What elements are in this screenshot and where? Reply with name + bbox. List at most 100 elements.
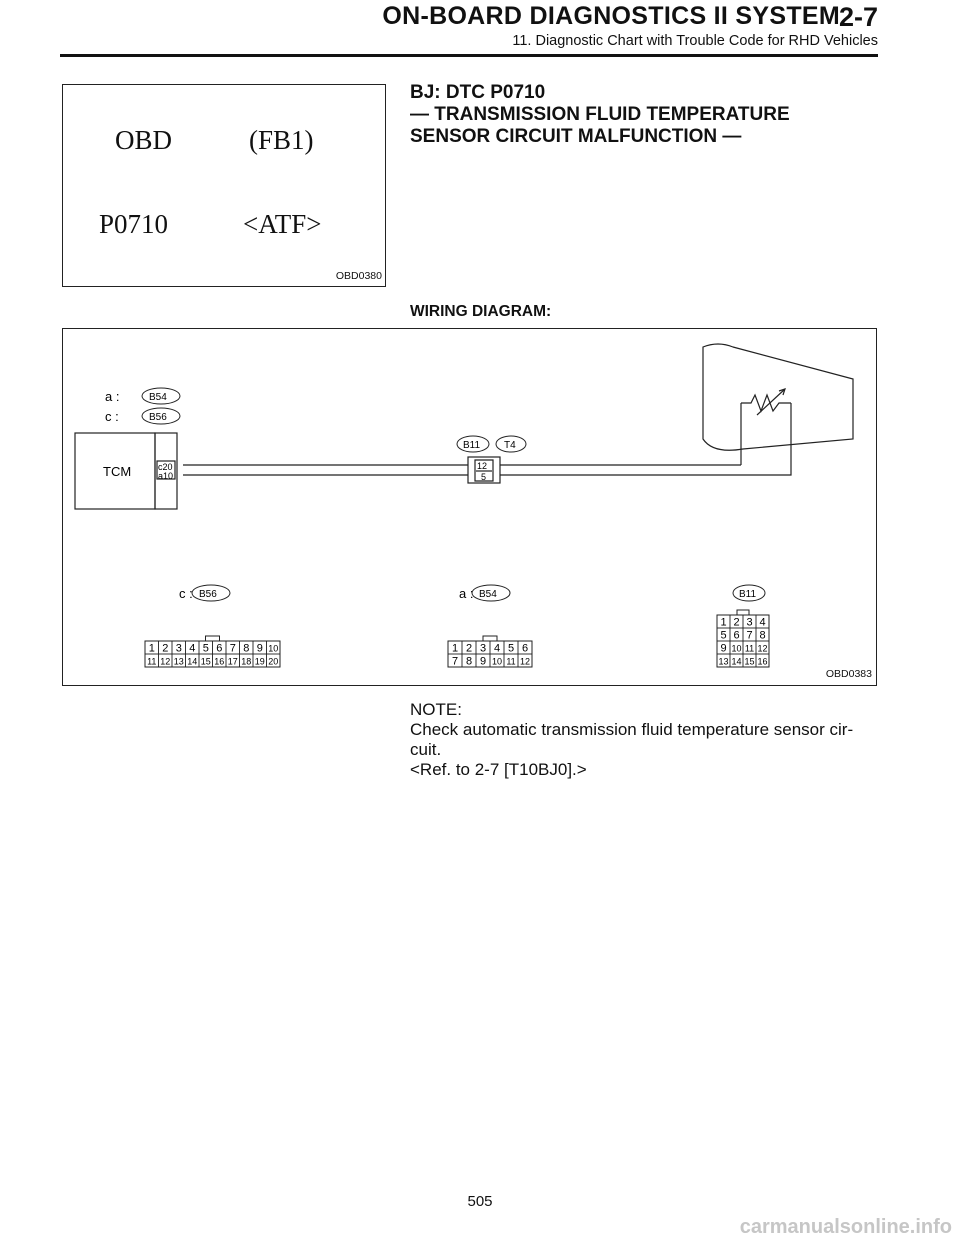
tcm-label: TCM — [103, 464, 131, 479]
pin-cell — [266, 653, 281, 668]
legend-a-connector: B54 — [149, 392, 167, 403]
pin-number: 4 — [759, 617, 765, 629]
figure-id: OBD0380 — [335, 270, 382, 282]
pin-number: 20 — [268, 657, 278, 667]
pin-number: 14 — [187, 657, 197, 667]
pin-number: 12 — [520, 657, 530, 667]
signal-wire-lower — [183, 463, 792, 476]
section-title: ON-BOARD DIAGNOSTICS II SYSTEM — [382, 2, 840, 30]
dtc-heading-line3: SENSOR CIRCUIT MALFUNCTION — — [410, 126, 742, 147]
pin-cell — [755, 653, 770, 668]
note-line3: <Ref. to 2-7 [T10BJ0].> — [410, 760, 587, 779]
bottom-c-connector: B56 — [199, 589, 217, 600]
note-block: NOTE: Check automatic transmission fluid… — [410, 700, 880, 780]
section-code: 2-7 — [838, 2, 878, 32]
pin-number: 10 — [268, 644, 278, 654]
connector-b54-pins-key-tab — [482, 635, 498, 642]
dtc-item-label: <ATF> — [243, 209, 322, 239]
dtc-mode-label: (FB1) — [249, 125, 314, 155]
pin-number: 1 — [452, 643, 458, 655]
tcm-pin-c20: c20 — [158, 462, 173, 472]
dtc-heading: BJ: DTC P0710 — TRANSMISSION FLUID TEMPE… — [410, 82, 790, 148]
pin-number: 18 — [241, 657, 251, 667]
pin-number: 2 — [733, 617, 739, 629]
dtc-display-figure: OBD (FB1) P0710 <ATF> OBD0380 — [62, 84, 386, 287]
pin-number: 11 — [147, 657, 156, 667]
legend-c-connector: B56 — [149, 412, 167, 423]
dtc-obd-label: OBD — [115, 125, 173, 155]
junction-connector — [467, 456, 501, 484]
pin-number: 8 — [243, 643, 249, 655]
wiring-diagram-svg: a : B54 c : B56 TCM c20 a10 B11 T4 12 5 … — [74, 343, 854, 668]
note-line1: Check automatic transmission fluid tempe… — [410, 720, 854, 739]
dtc-heading-line1: BJ: DTC P0710 — [410, 82, 546, 103]
pin-number: 15 — [201, 657, 211, 667]
pin-number: 8 — [466, 656, 472, 668]
footer-watermark: carmanualsonline.info — [739, 1216, 952, 1238]
pin-number: 16 — [214, 657, 224, 667]
pin-number: 7 — [746, 630, 752, 642]
legend-c-prefix: c : — [105, 409, 119, 424]
dtc-code-label: P0710 — [99, 209, 169, 239]
pin-number: 2 — [162, 643, 168, 655]
pin-number: 3 — [746, 617, 752, 629]
figure-id: OBD0383 — [825, 668, 872, 680]
pin-number: 6 — [522, 643, 528, 655]
pin-number: 8 — [759, 630, 765, 642]
pin-number: 17 — [228, 657, 238, 667]
pin-number: 3 — [480, 643, 486, 655]
pin-number: 12 — [757, 644, 767, 654]
header-rule — [60, 54, 878, 57]
tcm-connector — [154, 432, 178, 510]
pin-number: 6 — [733, 630, 739, 642]
note-label: NOTE: — [410, 700, 462, 719]
pin-number: 1 — [149, 643, 155, 655]
pin-number: 5 — [508, 643, 514, 655]
pin-number: 19 — [255, 657, 265, 667]
pin-number: 10 — [492, 657, 502, 667]
temperature-sensor-icon — [741, 393, 791, 413]
connector-b11-pins-key-tab — [736, 609, 750, 616]
pin-number: 15 — [744, 657, 754, 667]
pin-number: 1 — [720, 617, 726, 629]
bottom-a-connector: B54 — [479, 589, 497, 600]
junction-b11-label: B11 — [463, 440, 480, 451]
pin-number: 4 — [189, 643, 195, 655]
pin-number: 2 — [466, 643, 472, 655]
junction-pin-upper: 12 — [477, 461, 487, 471]
pin-number: 9 — [257, 643, 263, 655]
pin-number: 7 — [230, 643, 236, 655]
pin-number: 5 — [720, 630, 726, 642]
pin-number: 12 — [160, 657, 170, 667]
dtc-heading-line2: — TRANSMISSION FLUID TEMPERATURE — [410, 104, 790, 125]
pin-number: 6 — [216, 643, 222, 655]
bottom-a-prefix: a : — [459, 586, 473, 601]
pin-number: 3 — [176, 643, 182, 655]
pin-number: 10 — [731, 644, 741, 654]
pin-number: 9 — [480, 656, 486, 668]
pin-number: 9 — [720, 643, 726, 655]
pin-number: 13 — [718, 657, 728, 667]
connector-b56-pins-key-tab — [205, 635, 220, 642]
pin-cell — [517, 653, 533, 668]
pin-number: 13 — [174, 657, 184, 667]
pin-number: 11 — [506, 657, 515, 667]
section-subtitle: 11. Diagnostic Chart with Trouble Code f… — [512, 33, 878, 49]
pin-number: 16 — [757, 657, 767, 667]
legend-a-prefix: a : — [105, 389, 119, 404]
transmission-outline — [702, 343, 854, 451]
pin-number: 11 — [745, 644, 754, 654]
pin-number: 4 — [494, 643, 500, 655]
pin-number: 5 — [203, 643, 209, 655]
junction-pin-lower: 5 — [481, 472, 486, 482]
pin-number: 7 — [452, 656, 458, 668]
tcm-pin-a10: a10 — [158, 471, 173, 481]
junction-t4-label: T4 — [504, 440, 516, 451]
wiring-diagram-figure: a : B54 c : B56 TCM c20 a10 B11 T4 12 5 … — [62, 328, 877, 686]
wiring-diagram-label: WIRING DIAGRAM: — [410, 303, 552, 320]
bottom-c-prefix: c : — [179, 586, 193, 601]
